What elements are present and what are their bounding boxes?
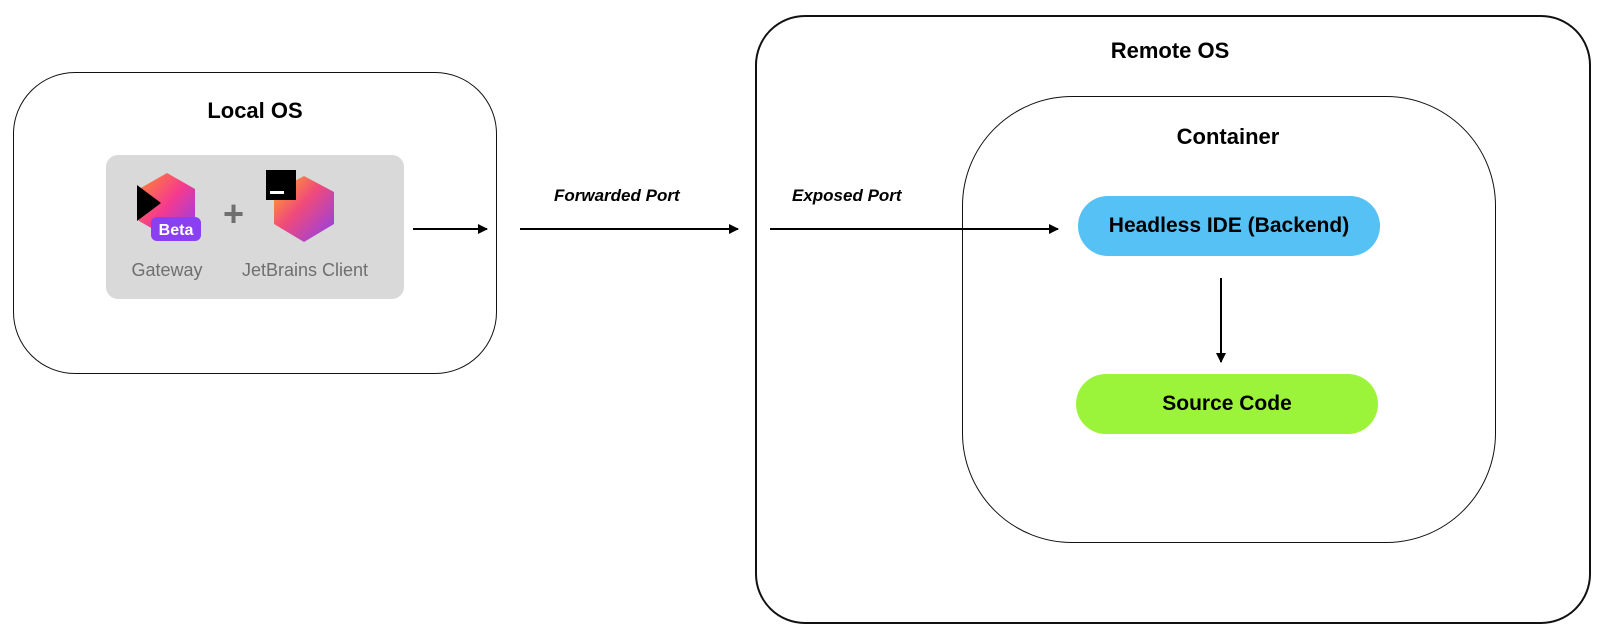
beta-badge <box>151 217 201 241</box>
jetbrains-client-icon <box>266 170 334 242</box>
plus-sign: + <box>223 193 245 234</box>
gateway-icon: Beta <box>137 173 201 241</box>
remote-os-title: Remote OS <box>1110 38 1230 63</box>
container-title: Container <box>1176 124 1280 149</box>
jetbrains-client-label: JetBrains Client <box>241 260 369 280</box>
gateway-label: Gateway <box>131 260 203 280</box>
headless-ide-label: Headless IDE (Backend) <box>1108 214 1350 237</box>
forwarded-port-label: Forwarded Port <box>554 186 680 205</box>
source-code-label: Source Code <box>1162 392 1292 415</box>
exposed-port-label: Exposed Port <box>792 186 902 205</box>
container-box <box>962 96 1496 543</box>
headless-ide-node: Headless IDE (Backend) <box>1078 196 1380 256</box>
local-os-title: Local OS <box>207 98 303 123</box>
beta-badge-label: Beta <box>159 222 194 239</box>
source-code-node: Source Code <box>1076 374 1378 434</box>
